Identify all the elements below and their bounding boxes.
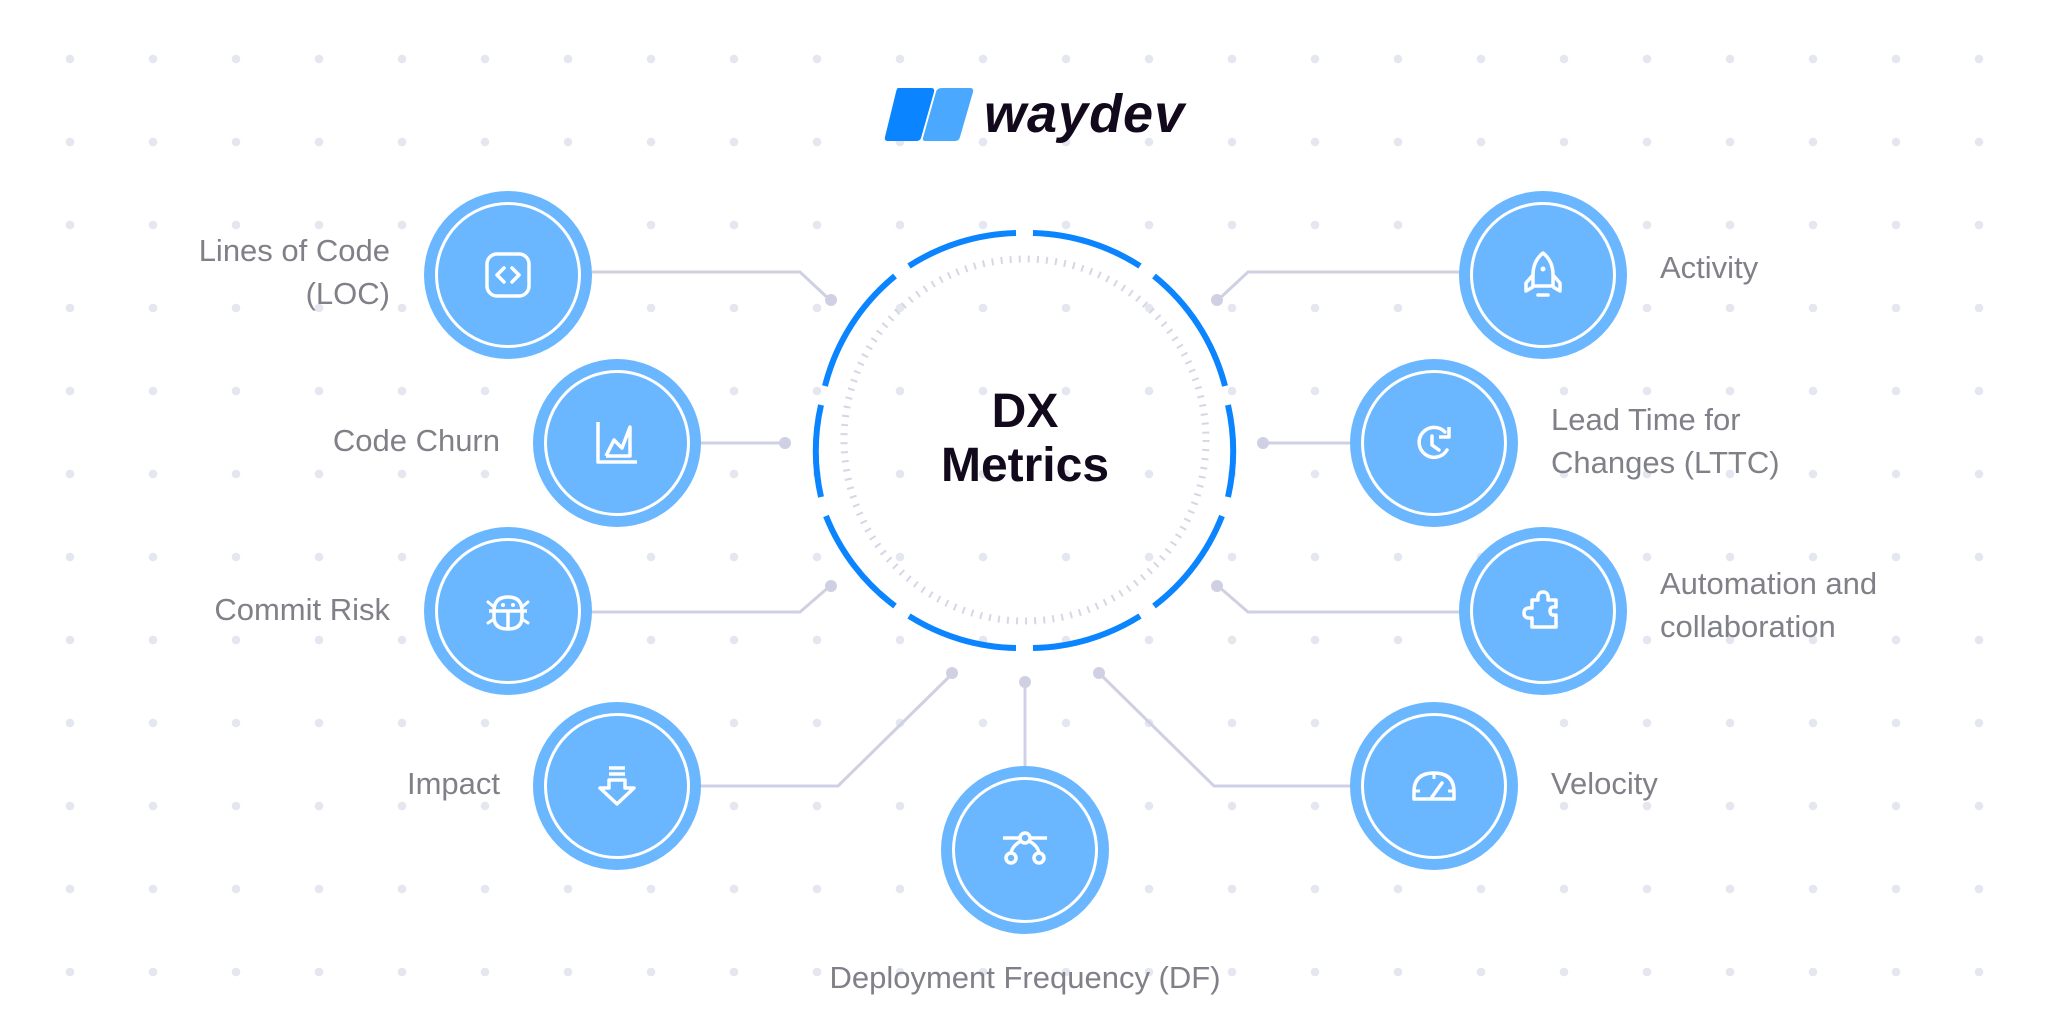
center-segmented-ring xyxy=(812,230,1237,651)
connector-impact xyxy=(700,672,954,788)
clock-refresh-icon xyxy=(1417,425,1451,460)
waydev-wordmark: waydev xyxy=(984,84,1186,144)
label-automation: Automation and collaboration xyxy=(1660,566,1878,644)
connector-velocity xyxy=(1098,672,1352,788)
node-code-churn xyxy=(533,359,701,527)
speedometer-icon xyxy=(1412,771,1456,801)
center-tick-ring xyxy=(840,255,1210,625)
download-arrow-icon xyxy=(598,766,636,806)
node-commit-risk xyxy=(424,527,592,695)
waydev-logo: waydev xyxy=(884,84,1185,144)
node-loc xyxy=(424,191,592,359)
node-deployment-frequency xyxy=(941,766,1109,934)
center-title-line2: Metrics xyxy=(940,439,1110,492)
center-title-line1: DX xyxy=(991,385,1059,438)
label-deployment-frequency: Deployment Frequency (DF) xyxy=(829,960,1221,995)
area-chart-icon xyxy=(596,422,637,464)
connector-commit-risk xyxy=(592,584,831,614)
rocket-icon xyxy=(1524,251,1562,297)
label-commit-risk: Commit Risk xyxy=(214,592,390,627)
puzzle-piece-icon xyxy=(1522,590,1558,629)
label-velocity: Velocity xyxy=(1551,766,1658,801)
bezier-curve-icon xyxy=(1003,831,1047,865)
node-velocity xyxy=(1350,702,1518,870)
label-loc: Lines of Code (LOC) xyxy=(198,233,390,311)
connector-automation xyxy=(1217,584,1460,614)
label-impact: Impact xyxy=(406,766,500,801)
connector-loc xyxy=(592,270,832,302)
label-lttc: Lead Time for Changes (LTTC) xyxy=(1551,402,1780,480)
node-activity xyxy=(1459,191,1627,359)
waydev-logo-mark-icon xyxy=(884,88,974,141)
bug-icon xyxy=(486,595,530,631)
label-code-churn: Code Churn xyxy=(332,423,500,458)
node-impact xyxy=(533,702,701,870)
node-lttc xyxy=(1350,359,1518,527)
label-activity: Activity xyxy=(1660,250,1759,285)
center-title: DX Metrics xyxy=(875,385,1175,493)
code-brackets-icon xyxy=(485,252,531,298)
node-automation xyxy=(1459,527,1627,695)
connector-activity xyxy=(1216,270,1460,302)
